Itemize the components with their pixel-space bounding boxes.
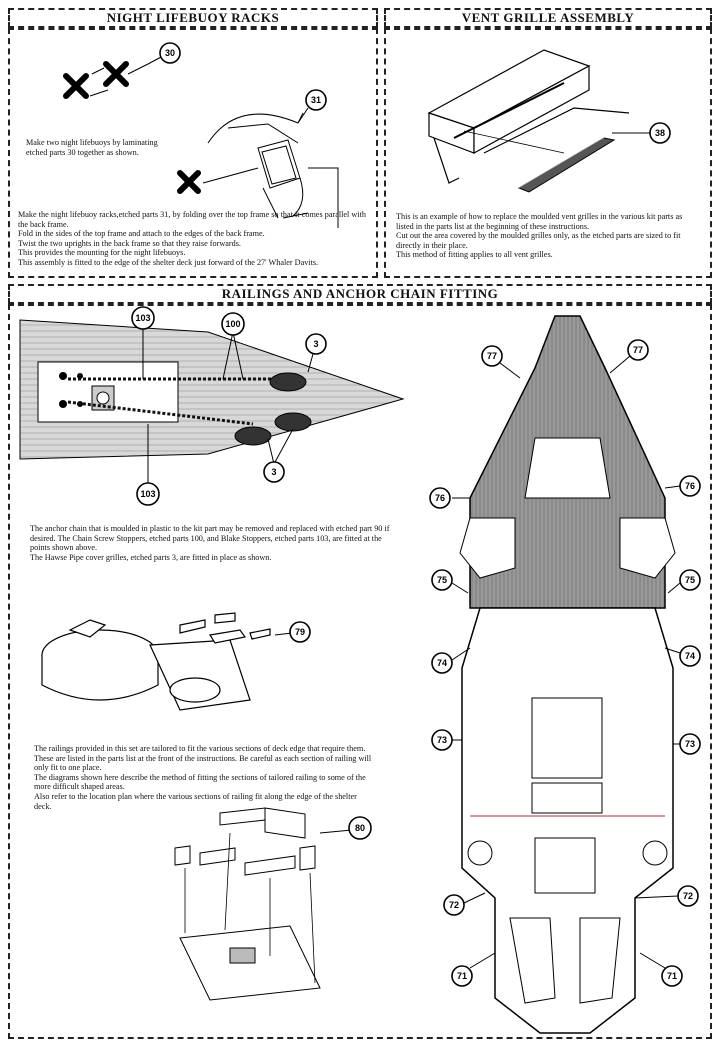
callout-31: 31 bbox=[297, 89, 327, 124]
lifebuoy-section-title: NIGHT LIFEBUOY RACKS bbox=[8, 8, 378, 28]
callout-77-right: 77 bbox=[609, 339, 649, 374]
svg-text:79: 79 bbox=[295, 627, 305, 637]
callout-80: 80 bbox=[319, 816, 372, 840]
railings-section-title: RAILINGS AND ANCHOR CHAIN FITTING bbox=[8, 284, 712, 304]
svg-text:74: 74 bbox=[437, 658, 447, 668]
callout-76-right: 76 bbox=[664, 475, 701, 497]
callout-100: 100 bbox=[221, 312, 245, 380]
svg-text:3: 3 bbox=[271, 467, 276, 477]
svg-text:103: 103 bbox=[140, 489, 155, 499]
railings-panel bbox=[8, 304, 712, 1039]
svg-text:74: 74 bbox=[685, 651, 695, 661]
shelter-deck-plan: 77 77 76 76 75 75 74 74 73 73 72 72 71 7… bbox=[429, 315, 701, 1034]
lifebuoy-panel bbox=[8, 28, 378, 278]
callout-79: 79 bbox=[274, 621, 311, 643]
callout-74-left: 74 bbox=[431, 647, 471, 674]
svg-text:38: 38 bbox=[655, 128, 665, 138]
callout-38: 38 bbox=[612, 122, 671, 144]
callout-76-left: 76 bbox=[429, 487, 470, 509]
callout-72-right: 72 bbox=[634, 885, 699, 907]
callout-75-left: 75 bbox=[431, 569, 469, 594]
vent-diagram: 38 bbox=[427, 49, 671, 193]
callout-71-left: 71 bbox=[451, 952, 496, 987]
lifebuoy-title-text: NIGHT LIFEBUOY RACKS bbox=[106, 10, 280, 25]
callout-103-bottom: 103 bbox=[136, 424, 160, 506]
svg-text:100: 100 bbox=[225, 319, 240, 329]
hawse-pipe-grille-b bbox=[274, 412, 312, 432]
svg-text:76: 76 bbox=[685, 481, 695, 491]
callout-3-top: 3 bbox=[305, 333, 327, 373]
lifebuoy-part-30-c bbox=[177, 170, 201, 194]
callout-3-bottom: 3 bbox=[263, 428, 294, 483]
vent-instructions: This is an example of how to replace the… bbox=[396, 212, 683, 260]
svg-text:72: 72 bbox=[683, 891, 693, 901]
svg-text:3: 3 bbox=[313, 339, 318, 349]
callout-103-top: 103 bbox=[131, 306, 155, 379]
anchor-chain-instructions: The anchor chain that is moulded in plas… bbox=[30, 524, 390, 562]
svg-text:77: 77 bbox=[487, 351, 497, 361]
lifebuoy-part-30-a bbox=[63, 73, 89, 99]
callout-73-right: 73 bbox=[673, 733, 701, 755]
railing-fitting-diagram-80: 80 bbox=[174, 807, 372, 1001]
lifebuoy-instructions: Make the night lifebuoy racks,etched par… bbox=[18, 210, 366, 267]
callout-71-right: 71 bbox=[639, 952, 683, 987]
railings-title-text: RAILINGS AND ANCHOR CHAIN FITTING bbox=[221, 286, 499, 301]
bow-anchor-diagram: 103 100 3 3 103 bbox=[19, 306, 405, 506]
callout-73-left: 73 bbox=[431, 729, 462, 751]
svg-text:75: 75 bbox=[685, 575, 695, 585]
svg-text:73: 73 bbox=[437, 735, 447, 745]
hawse-pipe-grille-c bbox=[234, 426, 272, 446]
svg-text:31: 31 bbox=[311, 95, 321, 105]
svg-text:71: 71 bbox=[457, 971, 467, 981]
lifebuoy-diagram: 30 31 bbox=[63, 42, 339, 228]
svg-text:30: 30 bbox=[165, 48, 175, 58]
svg-text:77: 77 bbox=[633, 345, 643, 355]
callout-75-right: 75 bbox=[667, 569, 701, 594]
svg-text:80: 80 bbox=[355, 823, 365, 833]
vent-panel bbox=[384, 28, 712, 278]
svg-text:72: 72 bbox=[449, 900, 459, 910]
svg-text:76: 76 bbox=[435, 493, 445, 503]
vent-section-title: VENT GRILLE ASSEMBLY bbox=[384, 8, 712, 28]
lifebuoy-part-30-b bbox=[103, 61, 129, 87]
vent-title-text: VENT GRILLE ASSEMBLY bbox=[461, 10, 635, 25]
hawse-pipe-grille-a bbox=[269, 372, 307, 392]
svg-text:103: 103 bbox=[135, 313, 150, 323]
railing-instructions: The railings provided in this set are ta… bbox=[34, 744, 372, 811]
callout-77-left: 77 bbox=[481, 345, 521, 379]
callout-30: 30 bbox=[147, 42, 181, 65]
callout-74-right: 74 bbox=[664, 645, 701, 667]
lifebuoy-note: Make two night lifebuoys by laminating e… bbox=[26, 138, 158, 157]
vent-grille-part-38 bbox=[517, 137, 616, 193]
callout-72-left: 72 bbox=[443, 892, 486, 916]
railing-fitting-diagram-79: 79 bbox=[41, 612, 311, 711]
svg-text:75: 75 bbox=[437, 575, 447, 585]
svg-text:71: 71 bbox=[667, 971, 677, 981]
svg-text:73: 73 bbox=[685, 739, 695, 749]
